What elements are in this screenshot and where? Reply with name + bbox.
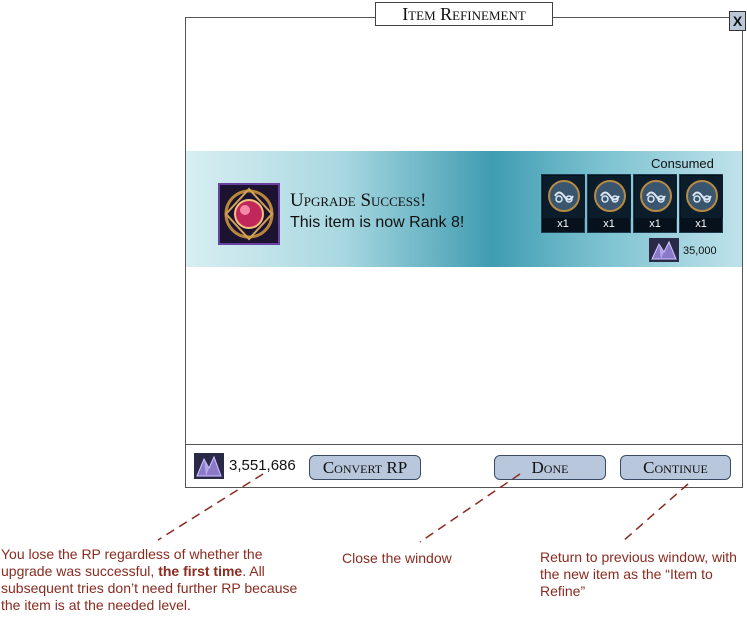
slot-quantity: x1	[557, 218, 569, 230]
consumed-slot: x1	[587, 174, 631, 233]
continue-annotation: Return to previous window, with the new …	[540, 549, 737, 599]
slot-quantity: x1	[695, 218, 707, 230]
rp-annotation-text-end: . All subsequent tries don’t need furthe…	[1, 563, 298, 613]
consumed-slot: x1	[679, 174, 723, 233]
rune-icon	[589, 176, 631, 218]
success-title: Upgrade Success!	[290, 190, 427, 211]
crystal-icon	[194, 453, 224, 479]
rp-annotation-emphasis: the first time	[158, 563, 243, 579]
consumed-label: Consumed	[651, 156, 714, 171]
rp-annotation: You lose the RP regardless of whether th…	[1, 546, 306, 614]
slot-quantity: x1	[649, 218, 661, 230]
window-title: Item Refinement	[375, 2, 553, 26]
footer-divider	[186, 444, 742, 445]
refine-cost: 35,000	[683, 245, 717, 257]
done-annotation: Close the window	[342, 550, 452, 566]
consumed-slot: x1	[633, 174, 677, 233]
consumed-slots: x1 x1 x1 x1	[541, 174, 725, 234]
rune-icon	[543, 176, 585, 218]
rune-icon	[681, 176, 723, 218]
red-gem-icon	[218, 183, 280, 245]
slot-quantity: x1	[603, 218, 615, 230]
convert-rp-button[interactable]: Convert RP	[309, 455, 421, 480]
success-message: This item is now Rank 8!	[290, 214, 465, 231]
rune-icon	[635, 176, 677, 218]
done-button[interactable]: Done	[494, 455, 606, 480]
rp-balance: 3,551,686	[229, 457, 296, 474]
continue-button[interactable]: Continue	[620, 455, 731, 480]
consumed-slot: x1	[541, 174, 585, 233]
rp-annotation-text: You lose the RP regardless of whether th…	[1, 546, 263, 579]
close-button[interactable]: X	[729, 11, 746, 31]
crystal-icon	[649, 238, 679, 262]
